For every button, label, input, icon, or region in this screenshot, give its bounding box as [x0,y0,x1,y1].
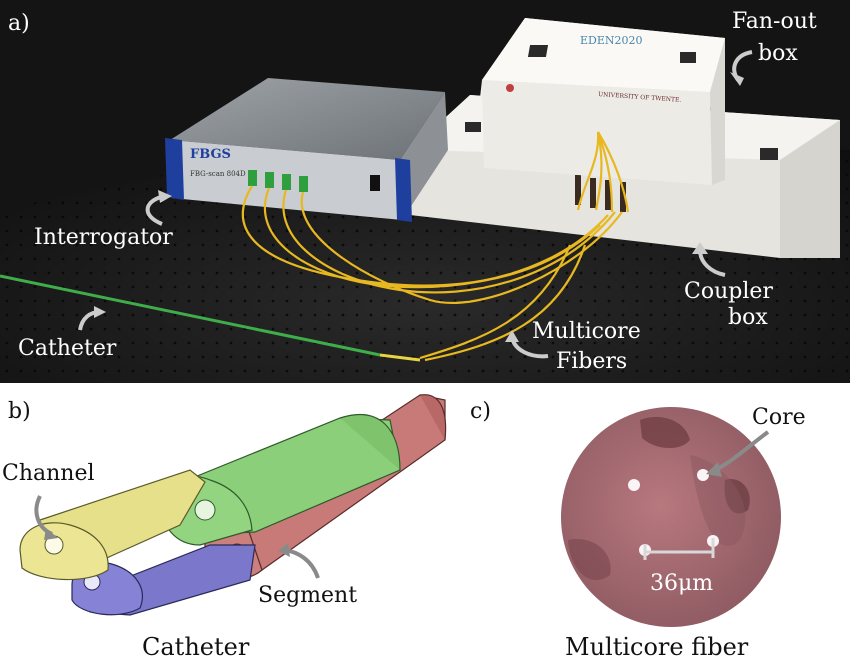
scale-bar [643,538,715,560]
brand-text: FBGS [190,147,231,162]
fanout-arrowhead [730,72,744,86]
fiber-debris-top [640,416,690,449]
fanout-label-line1: Fan-out [732,9,817,34]
university-crest [506,84,514,92]
interrogator-label: Interrogator [34,225,173,250]
eden-logo-text: EDEN2020 [580,34,643,47]
multicore-fibers [241,131,630,362]
fanout-label-line2: box [758,41,798,66]
panel-c: c) 36μm Core Multicore fiber [470,399,806,661]
fanout-box: EDEN2020 UNIVERSITY OF TWENTE. [480,18,725,185]
segment-arrow [284,548,320,579]
catheter-caption: Catheter [142,633,250,661]
segment-yellow [19,469,206,581]
coupler-label-line1: Coupler [684,279,773,304]
channel-arrowhead [44,528,58,540]
core-arrow [714,430,770,472]
fiber-debris-left [568,539,611,581]
panel-b-letter: b) [8,399,31,424]
panel-b: b) Channel Se [2,394,447,661]
panel-c-letter: c) [470,399,491,424]
interrogator-device: FBGS FBG-scan 804D [165,78,448,222]
coupler-label-line2: box [728,305,768,330]
fiber-debris-right [724,479,750,514]
channel-label: Channel [2,461,95,486]
scale-label: 36μm [650,571,713,596]
segment-arrowhead [278,543,290,557]
panel-a: EDEN2020 UNIVERSITY OF TWENTE. FBGS FBG-… [0,0,850,383]
fiber-core-2 [628,479,640,491]
power-switch [370,175,380,191]
multicore-label-line1: Multicore [532,319,641,344]
catheter-arrowhead [94,306,106,318]
interrogator-arrowhead [158,190,172,203]
core-label: Core [752,405,806,430]
model-text: FBG-scan 804D [190,170,246,178]
fiber-core-1 [697,469,709,481]
catheter-label: Catheter [18,336,117,361]
panel-a-letter: a) [8,11,30,36]
multicore-label-line2: Fibers [556,349,627,374]
core-arrowhead [706,462,722,477]
catheter-photo [0,274,421,362]
multicore-arrowhead [505,330,519,342]
segment-label: Segment [258,583,357,608]
coupler-arrowhead [692,242,708,254]
multicore-caption: Multicore fiber [565,633,749,661]
